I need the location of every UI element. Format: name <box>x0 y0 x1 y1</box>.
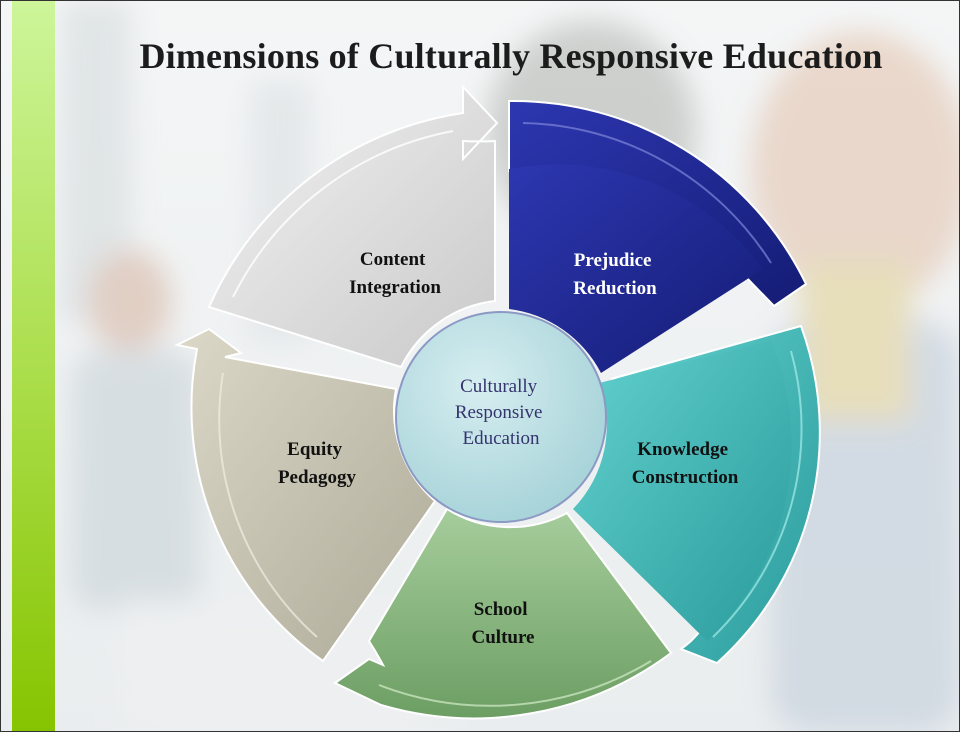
school-culture-shape <box>333 507 673 720</box>
equity-pedagogy-label-line1: Equity <box>287 439 342 460</box>
content-integration-label: Content Integration <box>349 249 441 298</box>
school-culture-label-line1: School <box>474 599 528 620</box>
knowledge-construction-shape <box>573 341 792 641</box>
slide-title: Dimensions of Culturally Responsive Educ… <box>139 36 883 76</box>
segment-school-culture: School Culture <box>333 507 673 720</box>
knowledge-construction-label-line1: Knowledge <box>637 439 728 460</box>
prejudice-reduction-label-line2: Reduction <box>573 278 657 299</box>
school-culture-arrow-edge <box>378 660 652 707</box>
center-label-line3: Education <box>462 428 540 449</box>
center-label-line1: Culturally <box>460 376 538 397</box>
content-integration-label-line2: Integration <box>349 277 441 298</box>
center-label-line2: Responsive <box>455 402 543 423</box>
content-integration-shape <box>207 84 499 369</box>
segment-knowledge-construction: Knowledge Construction <box>573 324 821 665</box>
equity-pedagogy-label-line2: Pedagogy <box>278 467 357 488</box>
prejudice-reduction-label: Prejudice Reduction <box>573 250 657 299</box>
content-integration-label-line1: Content <box>360 249 426 270</box>
knowledge-construction-arrow-edge <box>712 350 803 638</box>
equity-pedagogy-label: Equity Pedagogy <box>278 439 357 488</box>
center-node: Culturally Responsive Education <box>395 311 607 523</box>
accent-bar <box>12 1 55 731</box>
prejudice-reduction-label-line1: Prejudice <box>574 250 652 271</box>
prejudice-reduction-arrow-edge <box>522 122 772 264</box>
segment-prejudice-reduction: Prejudice Reduction <box>508 99 808 373</box>
knowledge-construction-label-line2: Construction <box>632 467 739 488</box>
equity-pedagogy-arrow-edge <box>218 372 318 638</box>
center-label: Culturally Responsive Education <box>455 376 547 449</box>
school-culture-label: School Culture <box>472 599 535 648</box>
school-culture-label-line2: Culture <box>472 627 535 648</box>
content-integration-arrow-edge <box>232 130 454 298</box>
segment-content-integration: Content Integration <box>207 84 499 369</box>
prejudice-reduction-shape <box>509 164 763 373</box>
segment-equity-pedagogy: Equity Pedagogy <box>173 327 437 663</box>
knowledge-construction-label: Knowledge Construction <box>632 439 739 488</box>
center-circle <box>395 311 607 523</box>
